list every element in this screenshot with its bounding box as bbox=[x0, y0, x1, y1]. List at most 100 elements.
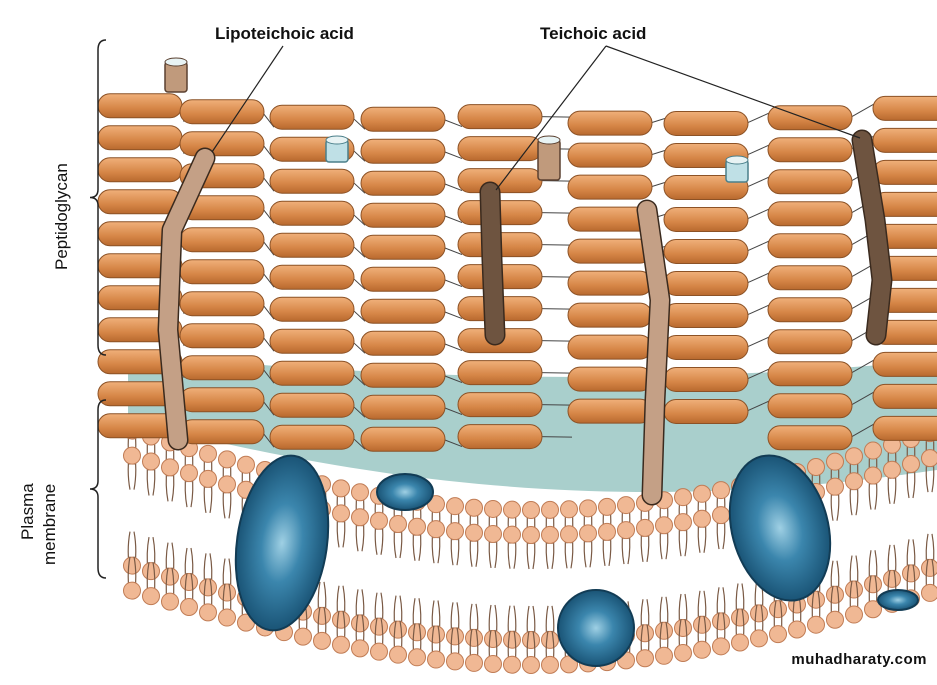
inner-lipid-head bbox=[352, 640, 369, 657]
plasma-membrane-label-line2: membrane bbox=[40, 484, 60, 565]
glycan-strand bbox=[180, 228, 264, 252]
outer-lipid-head bbox=[675, 489, 692, 506]
outer-lipid-head bbox=[808, 459, 825, 476]
plasma-membrane-label-line1: Plasma bbox=[18, 483, 38, 540]
teichoic-stub-cap bbox=[538, 136, 560, 144]
inner-lipid-head bbox=[846, 606, 863, 623]
inner-lipid-head bbox=[694, 616, 711, 633]
peptide-crossbridge bbox=[540, 405, 572, 406]
outer-lipid-head bbox=[219, 476, 236, 493]
inner-lipid-head bbox=[409, 649, 426, 666]
glycan-strand bbox=[180, 132, 264, 156]
outer-lipid-head bbox=[561, 501, 578, 518]
peptide-crossbridge bbox=[540, 117, 572, 118]
outer-lipid-head bbox=[466, 499, 483, 516]
peptide-crossbridge bbox=[540, 213, 572, 214]
inner-lipid-head bbox=[504, 631, 521, 648]
outer-lipid-head bbox=[504, 526, 521, 543]
outer-lipid-head bbox=[447, 523, 464, 540]
inner-lipid-head bbox=[751, 605, 768, 622]
inner-lipid-head bbox=[181, 599, 198, 616]
glycan-strand bbox=[664, 207, 748, 231]
inner-lipid-head bbox=[922, 559, 937, 576]
inner-lipid-head bbox=[637, 625, 654, 642]
glycan-strand bbox=[180, 100, 264, 124]
outer-lipid-head bbox=[713, 507, 730, 524]
glycan-strand bbox=[664, 399, 748, 423]
teichoic-stub-cap bbox=[326, 136, 348, 144]
inner-lipid-head bbox=[124, 582, 141, 599]
peptide-crossbridge bbox=[540, 309, 572, 310]
inner-lipid-head bbox=[656, 622, 673, 639]
outer-lipid-head bbox=[618, 497, 635, 514]
outer-lipid-head bbox=[865, 467, 882, 484]
inner-lipid-head bbox=[504, 656, 521, 673]
inner-lipid-head bbox=[333, 611, 350, 628]
outer-lipid-head bbox=[922, 450, 937, 467]
inner-lipid-head bbox=[656, 647, 673, 664]
inner-lipid-head bbox=[675, 644, 692, 661]
glycan-strand bbox=[458, 105, 542, 129]
outer-lipid-head bbox=[200, 470, 217, 487]
outer-lipid-head bbox=[884, 461, 901, 478]
inner-lipid-head bbox=[219, 584, 236, 601]
outer-lipid-head bbox=[333, 480, 350, 497]
glycan-strand bbox=[568, 271, 652, 295]
outer-lipid-head bbox=[485, 525, 502, 542]
glycan-strand bbox=[270, 329, 354, 353]
outer-lipid-head bbox=[637, 519, 654, 536]
outer-lipid-head bbox=[827, 478, 844, 495]
outer-lipid-head bbox=[485, 500, 502, 517]
glycan-strand bbox=[568, 143, 652, 167]
inner-lipid-head bbox=[903, 565, 920, 582]
glycan-strand bbox=[768, 426, 852, 450]
inner-lipid-head bbox=[371, 618, 388, 635]
inner-lipid-head bbox=[428, 651, 445, 668]
glycan-strand bbox=[768, 234, 852, 258]
peripheral-protein bbox=[377, 474, 433, 510]
inner-lipid-head bbox=[485, 656, 502, 673]
glycan-strand bbox=[361, 139, 445, 163]
teichoic-acid-rod bbox=[490, 192, 495, 335]
inner-lipid-head bbox=[447, 628, 464, 645]
inner-lipid-head bbox=[162, 568, 179, 585]
layer-brackets bbox=[90, 40, 106, 578]
inner-lipid-head bbox=[390, 621, 407, 638]
outer-lipid-head bbox=[846, 473, 863, 490]
glycan-strand bbox=[768, 298, 852, 322]
inner-lipid-head bbox=[314, 632, 331, 649]
peptide-crossbridge bbox=[540, 277, 572, 278]
inner-lipid-head bbox=[390, 646, 407, 663]
outer-lipid-head bbox=[694, 485, 711, 502]
outer-lipid-head bbox=[713, 482, 730, 499]
glycan-strand bbox=[270, 233, 354, 257]
inner-lipid-head bbox=[219, 609, 236, 626]
inner-lipid-head bbox=[143, 563, 160, 580]
inner-lipid-head bbox=[143, 588, 160, 605]
outer-lipid-head bbox=[333, 505, 350, 522]
glycan-strand bbox=[458, 361, 542, 385]
outer-lipid-head bbox=[162, 459, 179, 476]
inner-lipid-head bbox=[770, 601, 787, 618]
inner-lipid-head bbox=[637, 650, 654, 667]
lipoteichoic-acid-rod bbox=[647, 210, 660, 495]
glycan-strand bbox=[568, 335, 652, 359]
inner-lipid-head bbox=[447, 653, 464, 670]
glycan-strand bbox=[568, 111, 652, 135]
inner-lipid-head bbox=[789, 621, 806, 638]
outer-lipid-head bbox=[238, 456, 255, 473]
glycan-strand bbox=[180, 356, 264, 380]
glycan-strand bbox=[458, 137, 542, 161]
glycan-strand bbox=[664, 239, 748, 263]
glycan-strand bbox=[873, 352, 937, 376]
outer-lipid-head bbox=[827, 453, 844, 470]
inner-lipid-head bbox=[846, 581, 863, 598]
outer-lipid-head bbox=[561, 526, 578, 543]
teichoic-stub-cap bbox=[726, 156, 748, 164]
inner-lipid-head bbox=[428, 626, 445, 643]
peptide-crossbridge bbox=[540, 341, 572, 342]
outer-lipid-head bbox=[523, 501, 540, 518]
inner-lipid-head bbox=[713, 613, 730, 630]
glycan-strand bbox=[361, 235, 445, 259]
